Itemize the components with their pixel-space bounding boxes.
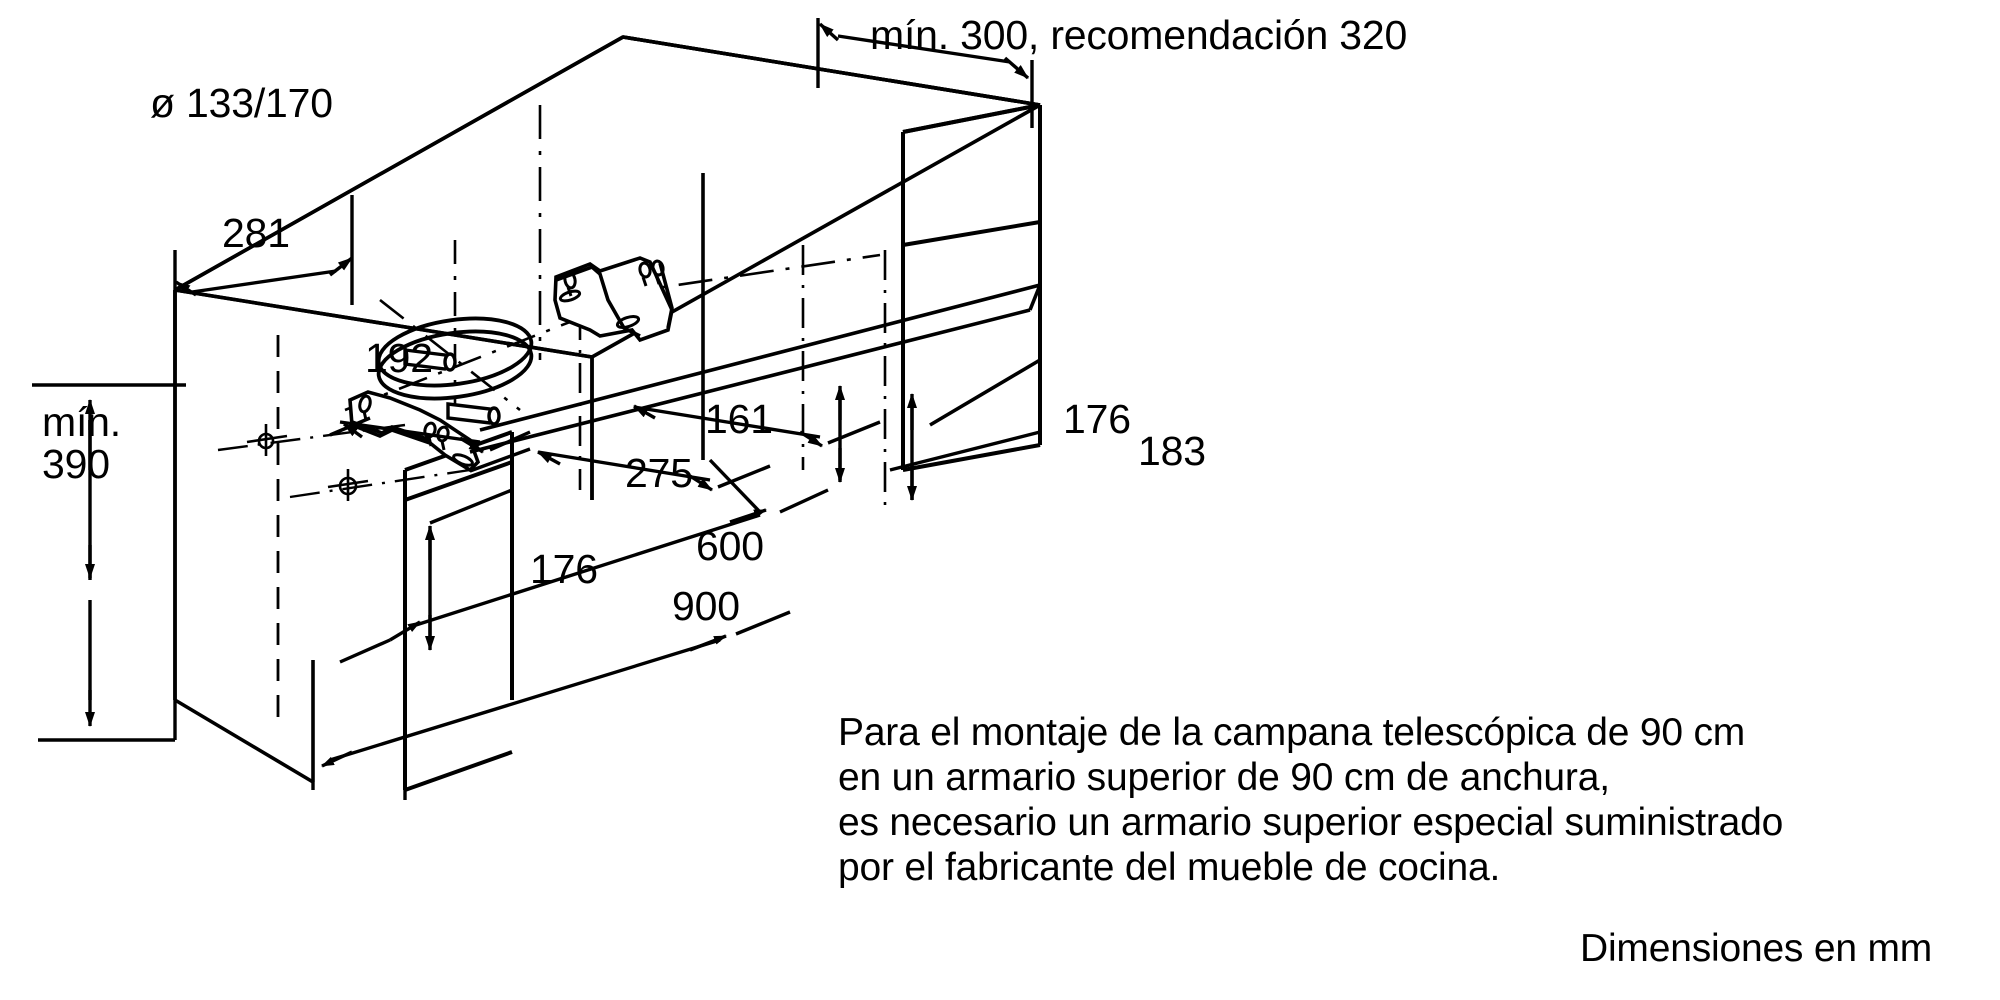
rail-top [479,283,1041,432]
dim-line-900 [329,638,721,762]
duct-centerline-1 [344,318,576,412]
dimension-label-min390-line1: mín. [42,399,121,445]
dim-line-300 [837,34,1011,64]
dim-line-281 [191,269,337,294]
dim-arrow-161-right [799,430,823,448]
dimension-label-275: 275 [625,450,693,496]
dimension-label-161: 161 [705,396,773,442]
units-note: Dimensiones en mm [1580,927,1933,970]
note-line-3: es necesario un armario superior especia… [838,801,1784,844]
duct-opening-inner [376,316,534,388]
dimension-label-176-bottom: 176 [530,546,598,592]
ext-600-vert [708,458,762,514]
dimension-label-600: 600 [696,523,764,569]
duct-opening-outer [376,329,534,401]
dimension-label-min390-line2: 390 [42,441,110,487]
dimension-label-176-right: 176 [1063,396,1131,442]
dim-line-192 [339,420,481,444]
cabinet-top-left-edge [174,35,1041,292]
dim-arrow-300-left [818,22,840,42]
note-line-4: por el fabricante del mueble de cocina. [838,846,1501,889]
dimension-label-min300: mín. 300, recomendación 320 [870,12,1408,58]
dim-line-600 [415,513,761,627]
note-line-2: en un armario superior de 90 cm de anchu… [838,756,1610,799]
note-line-1: Para el montaje de la campana telescópic… [838,711,1746,754]
dim-arrow-900-right [689,634,727,652]
dimension-label-duct-diameter: ø 133/170 [150,80,333,126]
dim-line-161 [633,405,821,439]
cabinet-bottom-left [174,698,314,784]
dim-line-275 [537,450,711,482]
rail-bottom [469,308,1031,454]
duct-centerline-2 [379,298,521,412]
bracket-centerline [555,253,881,305]
dim-arrow-275-right [689,474,713,492]
opening-mid [902,220,1041,247]
dimension-label-183: 183 [1138,428,1206,474]
dimension-label-281: 281 [222,210,290,256]
dim-arrow-900-left [321,750,353,768]
dimension-label-192: 192 [365,335,433,381]
dimension-label-900: 900 [672,583,740,629]
